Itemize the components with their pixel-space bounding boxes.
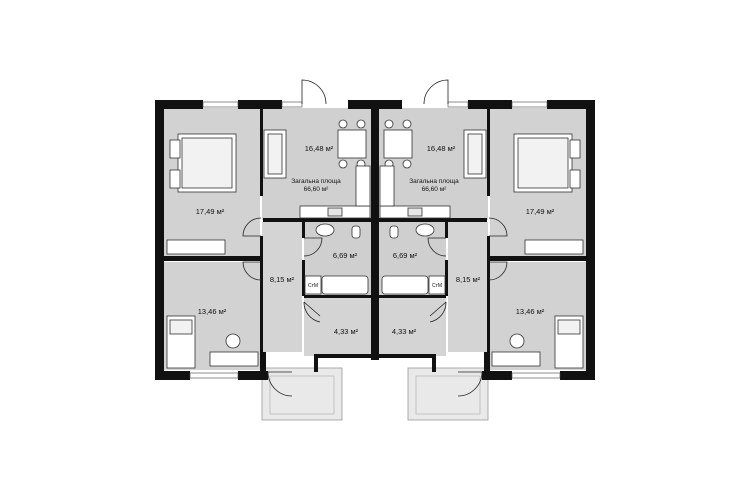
labels-right-unit: 16,48 м² Загальна площа 66,60 м² 17,49 м… bbox=[392, 144, 555, 336]
bathtub-right bbox=[381, 275, 429, 295]
desk-right-bedroom-small bbox=[491, 351, 541, 367]
labels-left-unit: 16,48 м² Загальна площа 66,60 м² 17,49 м… bbox=[196, 144, 359, 336]
bathtub-left bbox=[321, 275, 369, 295]
area-left-living-kitchen: 16,48 м² bbox=[305, 144, 334, 153]
doors bbox=[242, 79, 508, 397]
door-left-bedroom-large bbox=[242, 217, 262, 237]
sofa-left bbox=[263, 129, 287, 179]
porch-right-step bbox=[415, 375, 481, 415]
porch-left-step bbox=[269, 375, 335, 415]
door-right-vestibule bbox=[429, 301, 447, 323]
desk-left-bedroom-large bbox=[166, 239, 226, 255]
area-right-hall: 8,15 м² bbox=[456, 275, 481, 284]
desk-right-bedroom-large bbox=[524, 239, 584, 255]
kitchen-left-sink bbox=[327, 207, 343, 217]
floor-left-hall bbox=[262, 222, 302, 352]
door-left-entrance bbox=[267, 371, 293, 397]
windows bbox=[189, 101, 561, 379]
desk-left-bedroom-small bbox=[209, 351, 259, 367]
area-right-living-kitchen: 16,48 м² bbox=[427, 144, 456, 153]
porch-right bbox=[407, 367, 489, 421]
door-left-vestibule bbox=[303, 301, 321, 323]
total-area-left-value: 66,60 м² bbox=[304, 186, 330, 193]
kitchen-right-island bbox=[379, 165, 395, 207]
door-left-bath bbox=[303, 237, 323, 257]
area-left-bathroom: 6,69 м² bbox=[333, 251, 358, 260]
window-right-bedroom-top bbox=[511, 101, 548, 108]
area-left-bedroom-small: 13,46 м² bbox=[198, 307, 227, 316]
porch-left bbox=[261, 367, 343, 421]
window-left-bedroom-top bbox=[202, 101, 239, 108]
floor-left-vestibule bbox=[304, 298, 371, 356]
washer-left bbox=[304, 275, 322, 295]
window-right-living-top bbox=[447, 101, 469, 108]
washer-right bbox=[428, 275, 446, 295]
door-right-bath bbox=[427, 237, 447, 257]
window-left-living-top bbox=[281, 101, 303, 108]
bed-right-small bbox=[554, 315, 584, 369]
window-right-bedroom-bottom bbox=[511, 372, 561, 379]
area-right-bedroom-small: 13,46 м² bbox=[516, 307, 545, 316]
furniture bbox=[166, 119, 584, 369]
sink-left-bath bbox=[315, 223, 335, 237]
washer-right-label: СтМ bbox=[432, 283, 442, 289]
porches bbox=[261, 367, 489, 421]
sink-right-bath bbox=[415, 223, 435, 237]
area-right-vestibule: 4,33 м² bbox=[392, 327, 417, 336]
area-right-bedroom-large: 17,49 м² bbox=[526, 207, 555, 216]
total-area-left-title: Загальна площа bbox=[291, 178, 341, 185]
toilet-left-bath bbox=[351, 225, 361, 239]
bed-right-large bbox=[513, 133, 581, 193]
area-left-vestibule: 4,33 м² bbox=[334, 327, 359, 336]
area-left-hall: 8,15 м² bbox=[270, 275, 295, 284]
kitchen-right-sink bbox=[407, 207, 423, 217]
floor-right-hall bbox=[448, 222, 488, 352]
floor-right-vestibule bbox=[379, 298, 446, 356]
washer-left-label: СтМ bbox=[308, 283, 318, 289]
area-right-bathroom: 6,69 м² bbox=[393, 251, 418, 260]
walls bbox=[155, 100, 595, 380]
dining-right bbox=[383, 119, 413, 169]
toilet-right-bath bbox=[389, 225, 399, 239]
bed-left-small bbox=[166, 315, 196, 369]
door-right-bedroom-large bbox=[488, 217, 508, 237]
area-left-bedroom-large: 17,49 м² bbox=[196, 207, 225, 216]
sofa-right bbox=[463, 129, 487, 179]
bed-left-large bbox=[169, 133, 237, 193]
total-area-right-title: Загальна площа bbox=[409, 178, 459, 185]
chair-left-bedroom-small bbox=[225, 333, 241, 349]
chair-right-bedroom-small bbox=[509, 333, 525, 349]
door-right-terrace bbox=[423, 79, 449, 105]
door-left-terrace bbox=[301, 79, 327, 105]
door-left-bedroom-small bbox=[242, 261, 262, 281]
total-area-right-value: 66,60 м² bbox=[422, 186, 448, 193]
door-right-entrance bbox=[457, 371, 483, 397]
kitchen-left-island bbox=[355, 165, 371, 207]
window-left-bedroom-bottom bbox=[189, 372, 239, 379]
dining-left bbox=[337, 119, 367, 169]
door-right-bedroom-small bbox=[488, 261, 508, 281]
